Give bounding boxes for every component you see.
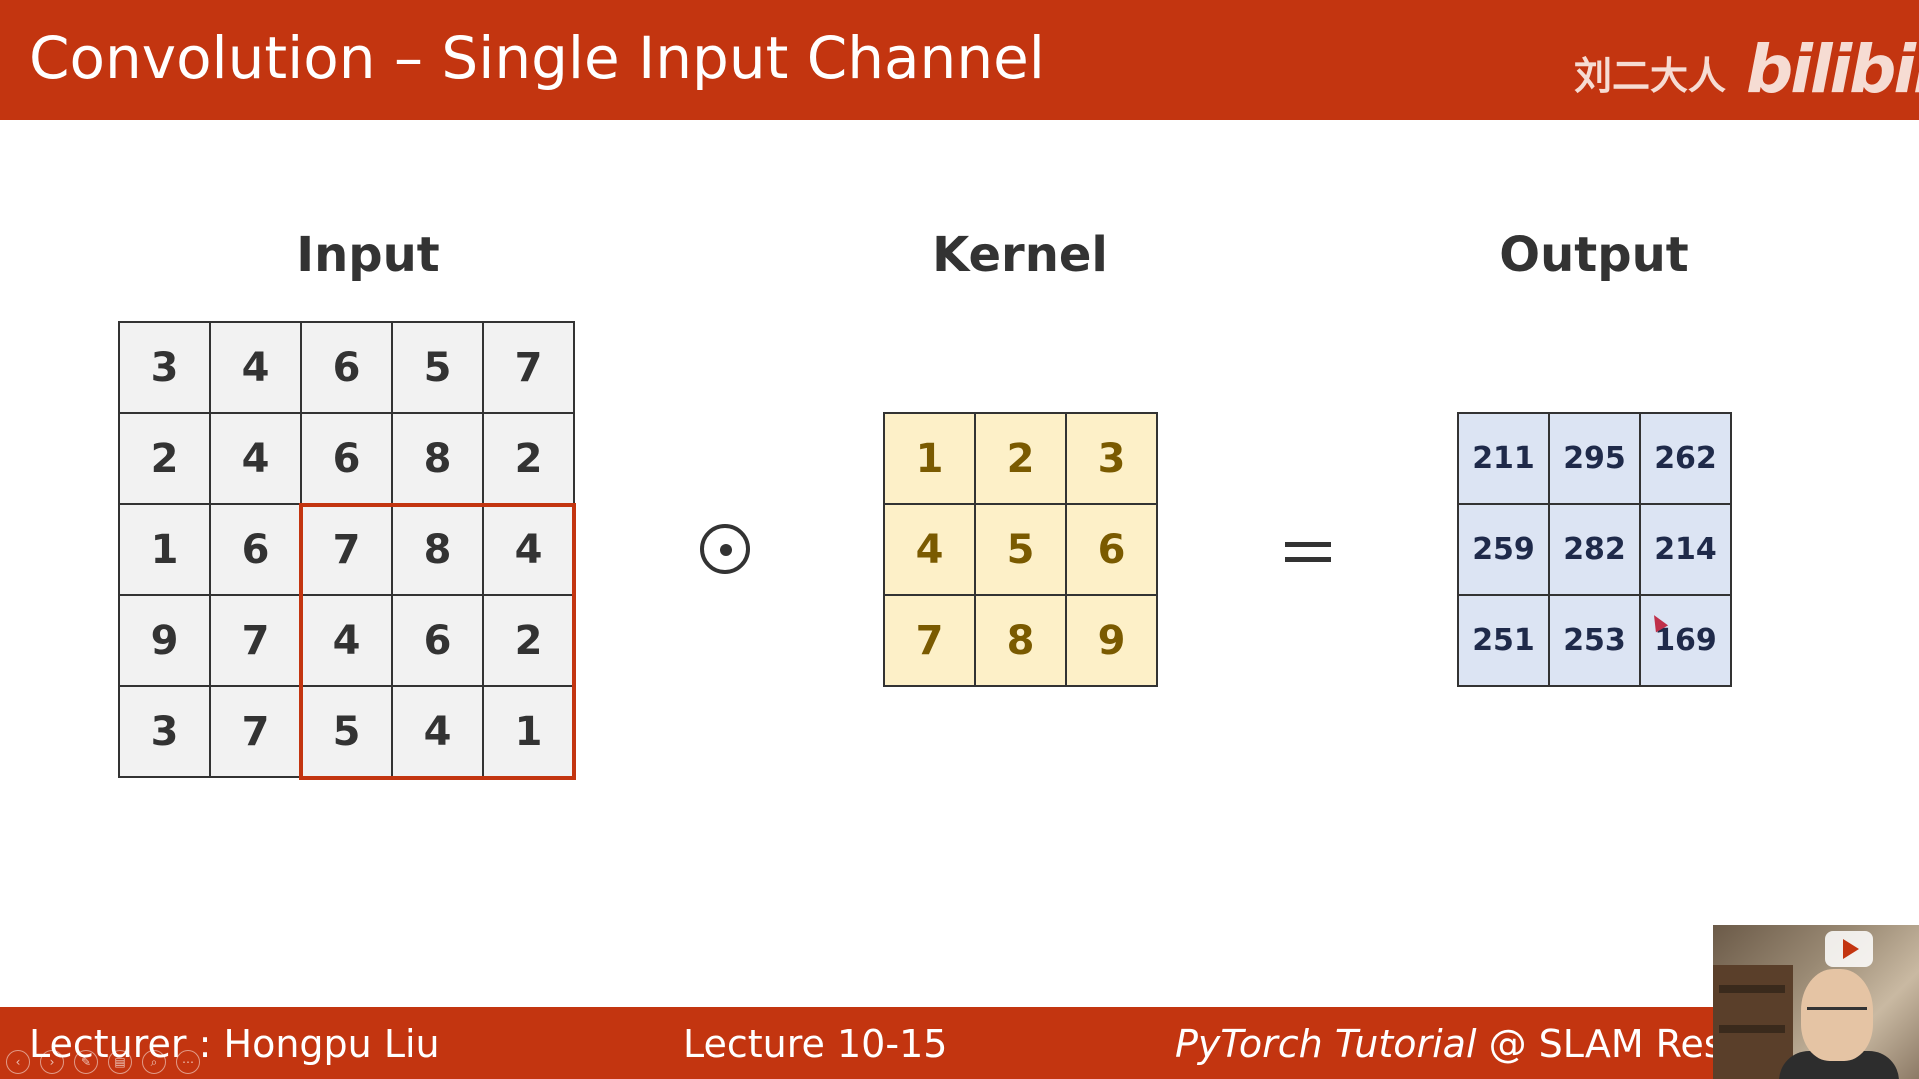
input-cell: 2 — [120, 414, 211, 505]
equals-icon-lower — [1285, 557, 1331, 562]
kernel-cell: 7 — [885, 596, 976, 687]
output-cell: 295 — [1550, 414, 1641, 505]
title-bar — [0, 0, 1919, 120]
slide-title: Convolution – Single Input Channel — [29, 24, 1045, 92]
footer-tutorial-title: PyTorch Tutorial — [1175, 1022, 1477, 1066]
input-cell: 1 — [484, 687, 575, 778]
play-icon — [1843, 939, 1859, 959]
kernel-cell: 4 — [885, 505, 976, 596]
input-cell: 7 — [211, 687, 302, 778]
input-cell: 6 — [211, 505, 302, 596]
input-cell: 7 — [211, 596, 302, 687]
lecturer-face — [1801, 969, 1873, 1061]
bilibili-logo: bilibili — [1746, 31, 1919, 108]
zoom-icon[interactable]: ⌕ — [142, 1050, 166, 1074]
output-cell: 262 — [1641, 414, 1732, 505]
output-cell: 169 — [1641, 596, 1732, 687]
lecturer-webcam — [1713, 925, 1919, 1079]
input-cell: 8 — [393, 505, 484, 596]
input-heading: Input — [296, 227, 440, 283]
input-cell: 8 — [393, 414, 484, 505]
kernel-cell: 5 — [976, 505, 1067, 596]
kernel-cell: 8 — [976, 596, 1067, 687]
bookshelf — [1713, 965, 1793, 1079]
input-cell: 4 — [211, 414, 302, 505]
input-cell: 6 — [302, 414, 393, 505]
player-controls: ‹ › ✎ ▤ ⌕ ⋯ — [6, 1050, 200, 1074]
odot-center-dot — [720, 544, 732, 556]
brand-chinese-name: 刘二大人 — [1574, 54, 1727, 98]
input-cell: 4 — [211, 323, 302, 414]
output-cell: 282 — [1550, 505, 1641, 596]
input-cell: 2 — [484, 596, 575, 687]
prev-icon[interactable]: ‹ — [6, 1050, 30, 1074]
lecturer-glasses — [1807, 1007, 1867, 1020]
input-cell: 5 — [302, 687, 393, 778]
output-cell: 214 — [1641, 505, 1732, 596]
input-cell: 5 — [393, 323, 484, 414]
shelf-board — [1719, 985, 1785, 993]
next-icon[interactable]: › — [40, 1050, 64, 1074]
input-cell: 3 — [120, 687, 211, 778]
footer-bar — [0, 1007, 1919, 1079]
output-cell: 259 — [1459, 505, 1550, 596]
input-cell: 4 — [393, 687, 484, 778]
input-cell: 4 — [484, 505, 575, 596]
input-cell: 6 — [393, 596, 484, 687]
input-cell: 1 — [120, 505, 211, 596]
output-cell: 251 — [1459, 596, 1550, 687]
footer-tutorial: PyTorch Tutorial @ SLAM Resea — [1175, 1016, 1770, 1072]
slides-icon[interactable]: ▤ — [108, 1050, 132, 1074]
footer-lecture-number: Lecture 10-15 — [683, 1022, 948, 1066]
output-cell: 211 — [1459, 414, 1550, 505]
kernel-cell: 9 — [1067, 596, 1158, 687]
kernel-heading: Kernel — [932, 227, 1108, 283]
kernel-cell: 3 — [1067, 414, 1158, 505]
kernel-cell: 2 — [976, 414, 1067, 505]
more-icon[interactable]: ⋯ — [176, 1050, 200, 1074]
kernel-cell: 1 — [885, 414, 976, 505]
pen-icon[interactable]: ✎ — [74, 1050, 98, 1074]
output-cell: 253 — [1550, 596, 1641, 687]
input-cell: 7 — [484, 323, 575, 414]
odot-icon — [700, 524, 750, 574]
kernel-cell: 6 — [1067, 505, 1158, 596]
equals-icon — [1285, 542, 1331, 547]
shelf-board-lower — [1719, 1025, 1785, 1033]
output-heading: Output — [1499, 227, 1689, 283]
input-cell: 3 — [120, 323, 211, 414]
input-cell: 7 — [302, 505, 393, 596]
input-cell: 4 — [302, 596, 393, 687]
input-cell: 6 — [302, 323, 393, 414]
input-cell: 9 — [120, 596, 211, 687]
input-cell: 2 — [484, 414, 575, 505]
